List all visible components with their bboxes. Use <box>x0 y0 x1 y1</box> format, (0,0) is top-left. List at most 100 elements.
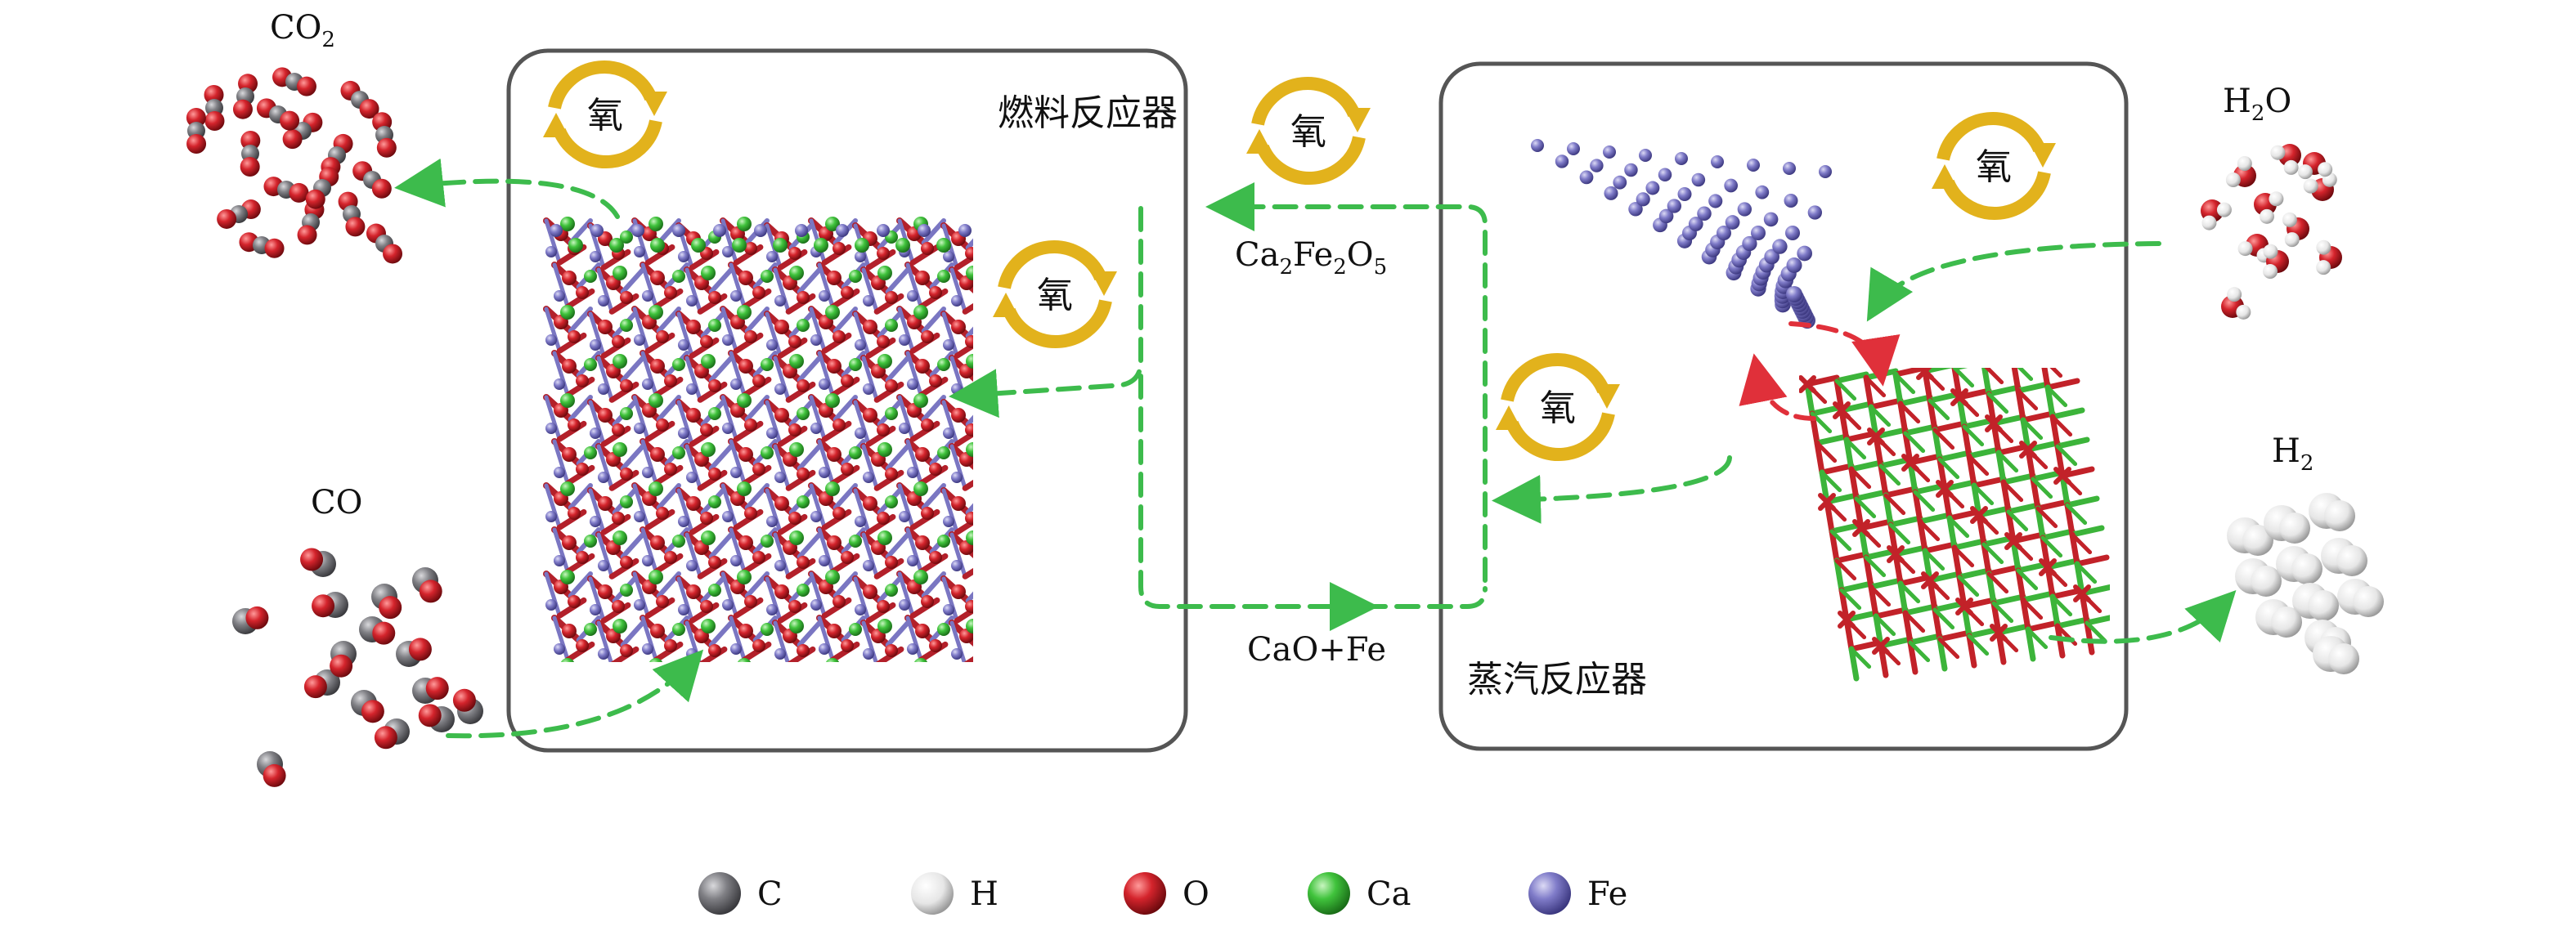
atom-o <box>620 644 633 657</box>
bond <box>1922 541 1958 554</box>
atom-o <box>1003 447 1018 462</box>
atom-fe <box>995 555 1007 566</box>
atom-o <box>708 468 721 481</box>
atom-ca <box>620 495 633 508</box>
atom-ca <box>560 217 575 231</box>
bond <box>1990 624 2008 642</box>
bond <box>921 395 946 422</box>
atom-o <box>995 226 1010 241</box>
atom-fe <box>590 692 601 704</box>
atom-fe <box>987 687 999 699</box>
atom-ca <box>613 530 627 545</box>
atom-fe <box>730 378 742 390</box>
bond <box>1941 486 1953 521</box>
atom-o <box>232 99 253 119</box>
atom-fe <box>987 246 999 257</box>
atom-h <box>2263 264 2278 280</box>
bond <box>1932 606 1943 642</box>
bond <box>568 483 593 510</box>
bond <box>729 439 747 486</box>
atom-o <box>827 271 841 285</box>
atom-ca <box>560 393 575 408</box>
bond <box>1838 587 1850 623</box>
atom-o <box>264 238 285 258</box>
atom-fe <box>943 516 954 527</box>
bond <box>552 351 570 397</box>
atom-o <box>642 668 657 683</box>
atom-o <box>598 408 613 423</box>
bond <box>2059 466 2095 479</box>
bond <box>1804 381 1815 417</box>
bond <box>962 567 973 580</box>
bond <box>1966 446 2002 459</box>
atom-fe <box>918 224 931 237</box>
legend-label-fe: Fe <box>1587 875 1627 913</box>
bond <box>568 395 593 422</box>
atom-fe <box>951 648 963 660</box>
bond <box>2001 480 2024 503</box>
iron-atom <box>1691 172 1706 187</box>
bond <box>720 395 738 441</box>
bond <box>1927 571 1963 584</box>
atom-o <box>744 419 757 432</box>
atom-o <box>700 688 713 701</box>
bond <box>568 307 593 333</box>
bond <box>2015 567 2026 603</box>
atom-o <box>612 512 625 525</box>
bond <box>1878 463 1889 499</box>
bond <box>1951 368 1963 401</box>
atom-o <box>598 584 613 599</box>
atom-ca <box>737 658 752 662</box>
atom-o <box>832 330 846 343</box>
atom-o <box>797 468 810 481</box>
legend-label-ca: Ca <box>1367 875 1411 913</box>
atom-ca <box>648 305 663 320</box>
atom-fe <box>987 423 999 434</box>
bond <box>1804 374 1840 387</box>
atom-o <box>296 76 316 96</box>
bond <box>1996 450 2019 473</box>
atom-h <box>2353 586 2384 617</box>
bond <box>708 267 734 294</box>
atom-ca <box>797 407 810 420</box>
bond <box>596 267 614 314</box>
bond <box>1843 436 1855 472</box>
atom-ca <box>613 266 627 280</box>
atom-fe <box>545 246 557 257</box>
atom-fe <box>766 516 778 527</box>
bond <box>2073 584 2091 602</box>
bond <box>773 620 790 662</box>
bond <box>1898 581 1921 604</box>
legend-swatch-o <box>1124 872 1166 915</box>
atom-fe <box>951 472 963 483</box>
atom-ca <box>1002 658 1016 673</box>
atom-h <box>2216 202 2232 217</box>
cycle-arrowhead <box>1246 129 1272 154</box>
bond <box>1868 577 1904 590</box>
bond <box>976 358 996 380</box>
atom-h <box>2282 212 2297 227</box>
atom-ca <box>966 619 973 633</box>
bond <box>1888 522 1911 545</box>
iron-atom <box>1675 152 1688 165</box>
bond <box>2036 351 2049 365</box>
oxygen-symbol: 氧 <box>587 95 623 137</box>
atom-o <box>1003 359 1018 374</box>
iron-atom <box>1639 149 1652 162</box>
atom-fe <box>590 516 601 527</box>
atom-ca <box>825 305 840 320</box>
atom-o <box>973 291 986 304</box>
bond <box>962 302 973 315</box>
cycle-arc-bottom <box>1256 136 1366 185</box>
atom-o <box>289 182 309 203</box>
atom-o <box>1009 683 1022 696</box>
atom-ca <box>648 393 663 408</box>
bond <box>1868 584 1879 620</box>
bond <box>1957 575 1980 598</box>
co2-out-arrow <box>394 158 620 219</box>
atom-fe <box>678 604 689 615</box>
bond <box>1863 554 1874 590</box>
bond <box>2026 627 2049 650</box>
atom-ca <box>937 446 950 459</box>
bond <box>2054 436 2090 450</box>
